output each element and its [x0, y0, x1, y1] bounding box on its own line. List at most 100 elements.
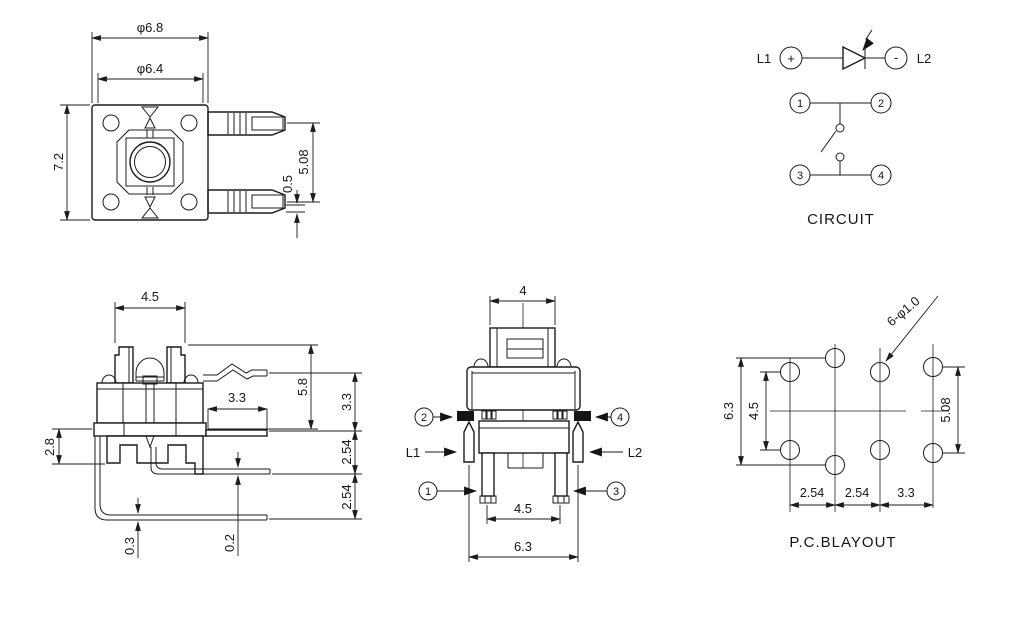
front-view-callouts: 2 4 L1 L2 1 3 — [406, 407, 642, 501]
terminal-length-label: 3.3 — [228, 390, 246, 405]
pin-leg-right — [554, 452, 568, 497]
circuit-caption: CIRCUIT — [807, 211, 875, 228]
body-top-bumps — [473, 358, 572, 368]
lower-arm-hatch — [227, 191, 247, 212]
side-clip-right — [574, 411, 591, 421]
upper-arm-slot — [251, 116, 284, 131]
pitch-upper-label: 2.54 — [339, 439, 354, 464]
pitch-lower-label: 2.54 — [339, 484, 354, 509]
arm-offset-label: 0.5 — [280, 175, 295, 193]
bent-lead-outer — [94, 436, 268, 521]
top-view-dimensions: φ6.8 φ6.4 7.2 5.08 0.5 — [51, 20, 320, 238]
body-top-bumps — [101, 374, 199, 384]
cap-width-label: 4 — [519, 283, 526, 298]
top-view: φ6.8 φ6.4 7.2 5.08 0.5 — [51, 20, 320, 238]
led-lead-left — [463, 420, 475, 463]
plunger-inner-circle — [134, 146, 166, 178]
terminal4-circle — [870, 164, 892, 186]
led-lead-right — [572, 420, 584, 463]
cap — [489, 327, 556, 368]
flange-dividers — [123, 423, 177, 436]
led-dome — [135, 357, 165, 382]
hole-centerlines — [770, 344, 949, 512]
pin-pitch-label: 4.5 — [514, 501, 532, 516]
outer-height-label: 6.3 — [721, 402, 736, 420]
bent-lead-inner — [150, 447, 271, 475]
front-view-dimensions: 4 4.5 6.3 — [468, 283, 579, 562]
mounting-holes — [780, 348, 943, 475]
center-boss — [507, 453, 544, 469]
switch-contact-upper — [835, 123, 845, 133]
terminal4-number: 4 — [878, 170, 884, 182]
led-light-arrow — [862, 29, 874, 51]
base-notch — [145, 435, 155, 449]
cap-width-label: 4.5 — [141, 289, 159, 304]
led2-label: L2 — [628, 445, 642, 460]
pin3-number: 3 — [613, 486, 619, 498]
body-inset-lines — [471, 371, 576, 410]
extension-lines — [468, 296, 579, 562]
lower-contact-wire — [810, 161, 871, 176]
corner-holes — [102, 114, 198, 211]
pin2-number: 2 — [421, 412, 427, 424]
circuit-led-left-label: L1 — [757, 51, 771, 66]
stem-head — [142, 375, 158, 385]
hole — [870, 362, 890, 382]
switch-body — [466, 366, 581, 411]
extension-lines — [60, 32, 320, 221]
terminal3-number: 3 — [797, 170, 803, 182]
lead-span-label: 6.3 — [514, 539, 532, 554]
switch-body — [96, 382, 204, 424]
extension-lines — [52, 302, 362, 520]
inner-diameter-label: φ6.4 — [137, 61, 164, 76]
pin-leg-left — [481, 452, 495, 497]
plunger-outer-circle — [129, 141, 171, 183]
circuit-led-right-label: L2 — [917, 51, 931, 66]
pcb-dimensions: 6.3 4.5 5.08 2.54 2.54 3.3 6-φ1.0 — [721, 293, 965, 508]
terminal3-circle — [789, 164, 811, 186]
upper-contact-wire — [810, 102, 871, 124]
top-view-part — [91, 104, 286, 221]
terminal-stubs — [481, 410, 568, 420]
pcb-caption: P.C.BLAYOUT — [789, 534, 896, 551]
base-block — [478, 420, 570, 454]
inner-square-frame — [125, 137, 175, 187]
side-view-dimensions: 4.5 3.3 5.8 3.3 2.54 2.54 2.8 0.3 0.2 — [42, 289, 362, 558]
outer-diameter-label: φ6.8 — [137, 20, 164, 35]
flange — [93, 422, 207, 437]
switch-body-outline — [91, 104, 209, 221]
lower-bracket-arm — [207, 189, 286, 214]
cap-inner-rect-bottom — [506, 348, 544, 359]
front-view-part — [457, 327, 591, 504]
hole-note-label: 6-φ1.0 — [884, 293, 923, 329]
pitch1-label: 2.54 — [800, 486, 824, 500]
flange-height-label: 2.8 — [42, 438, 57, 456]
hole-note-leader — [885, 295, 939, 362]
cap-wall-lines — [496, 328, 549, 367]
pitch3-label: 3.3 — [897, 486, 914, 500]
flat-terminal — [205, 429, 268, 437]
bracket-height-label: 3.3 — [339, 393, 354, 411]
cap-post-inner-lines — [128, 347, 172, 383]
right-height-label: 5.08 — [938, 397, 953, 422]
body-height-label: 7.2 — [51, 153, 66, 171]
lead-thickness-outer-label: 0.3 — [122, 537, 137, 555]
minus-terminal-circle — [884, 46, 908, 70]
minus-sign: - — [894, 50, 898, 65]
pin-foot-right — [552, 495, 570, 504]
switch-contact-lower — [835, 152, 845, 162]
pitch2-label: 2.54 — [845, 486, 869, 500]
base-castellation — [106, 435, 204, 475]
pcb-layout: 6.3 4.5 5.08 2.54 2.54 3.3 6-φ1.0 P.C.BL… — [721, 293, 965, 551]
hole — [870, 440, 890, 460]
switch-blade — [820, 130, 837, 153]
inner-height-label: 4.5 — [746, 402, 761, 420]
cap-post-right — [166, 346, 186, 384]
stem-bowtie-details — [140, 106, 160, 219]
front-view: 2 4 L1 L2 1 3 4 4.5 6.3 — [406, 283, 642, 562]
pin4-number: 4 — [617, 412, 623, 424]
led1-label: L1 — [406, 445, 420, 460]
side-view-part — [93, 346, 271, 521]
